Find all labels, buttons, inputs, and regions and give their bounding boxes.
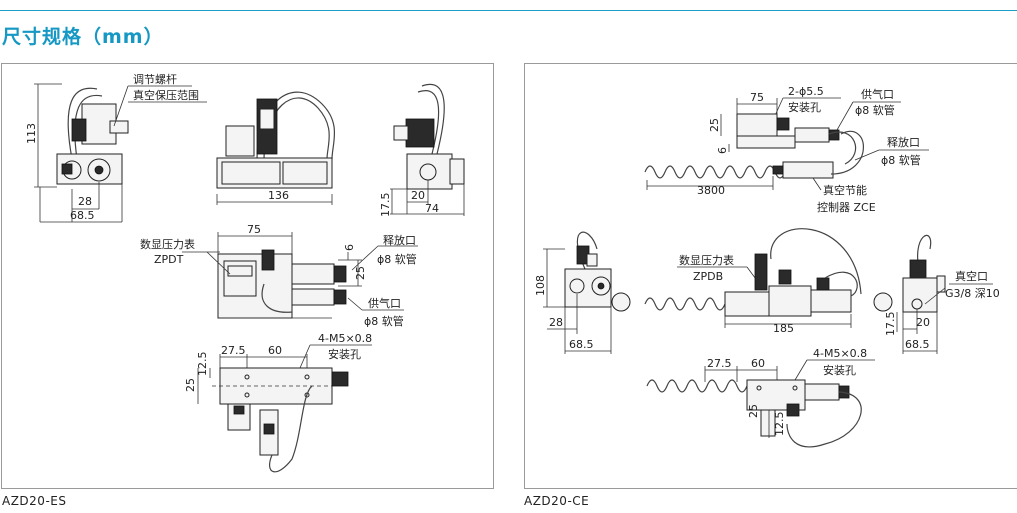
- dim-25b: 25: [184, 378, 197, 392]
- ce-dim-25b: 25: [747, 404, 760, 418]
- label-vacuum-range: 真空保压范围: [133, 88, 199, 102]
- dim-20: 20: [411, 189, 425, 202]
- dim-75: 75: [247, 223, 261, 236]
- ce-label-controller-1: 真空节能: [823, 183, 867, 197]
- caption-azd20-ce: AZD20-CE: [524, 494, 590, 508]
- label-supply-tube: ϕ8 软管: [364, 314, 404, 328]
- drawing-panel-ce: 75 2-ϕ5.5 安装孔 25 6 3800 供气口 ϕ8 软管 释放口 ϕ8…: [524, 63, 1017, 489]
- ce-front-view: 108 28 68.5: [534, 231, 631, 354]
- ce-top-assembly: 75 2-ϕ5.5 安装孔 25 6 3800 供气口 ϕ8 软管 释放口 ϕ8…: [644, 85, 929, 214]
- ce-bottom-view: 27.5 60 4-M5×0.8 安装孔 12.5 25: [646, 347, 875, 448]
- drawing-panel-es: 113 28 68.5 调节螺杆 真空保压范围 136: [1, 63, 494, 489]
- ce-dim-28: 28: [549, 316, 563, 329]
- bottom-view: 4-M5×0.8 安装孔 27.5 60 25 12.5: [184, 332, 372, 473]
- ce-dim-27-5: 27.5: [707, 357, 732, 370]
- ce-dim-68-5b: 68.5: [905, 338, 930, 351]
- ce-label-controller-2: 控制器 ZCE: [817, 200, 876, 214]
- ce-dim-20: 20: [916, 316, 930, 329]
- ce-label-digital-gauge: 数显压力表: [679, 253, 734, 267]
- ce-label-gauge-model: ZPDB: [693, 270, 723, 283]
- ce-label-supply-tube: ϕ8 软管: [855, 103, 895, 117]
- dim-27-5: 27.5: [221, 344, 246, 357]
- ce-label-release-tube: ϕ8 软管: [881, 153, 921, 167]
- label-gauge-model: ZPDT: [154, 253, 184, 266]
- ce-label-supply-port: 供气口: [861, 87, 894, 101]
- top-rule: [0, 10, 1017, 11]
- ce-label-vacuum-port: 真空口: [955, 269, 988, 283]
- dim-74: 74: [425, 202, 439, 215]
- ce-label-mount: 安装孔: [788, 100, 821, 114]
- ce-end-view: 真空口 G3/8 深10 17.5 20 68.5: [873, 234, 1000, 354]
- ce-dim-6: 6: [716, 147, 729, 154]
- dim-12-5: 12.5: [196, 352, 209, 377]
- ce-dim-60: 60: [751, 357, 765, 370]
- front-view: 113 28 68.5 调节螺杆 真空保压范围: [25, 72, 207, 223]
- dim-60: 60: [268, 344, 282, 357]
- label-supply-port: 供气口: [368, 296, 401, 310]
- ce-dim-185: 185: [773, 322, 794, 335]
- label-digital-gauge: 数显压力表: [140, 237, 195, 251]
- label-release-tube: ϕ8 软管: [377, 252, 417, 266]
- drawing-ce: 75 2-ϕ5.5 安装孔 25 6 3800 供气口 ϕ8 软管 释放口 ϕ8…: [534, 85, 1000, 448]
- label-release-port: 释放口: [383, 233, 416, 247]
- dim-68-5: 68.5: [70, 209, 95, 222]
- ce-label-holes: 2-ϕ5.5: [788, 85, 824, 98]
- ce-label-vacuum-thread: G3/8 深10: [945, 287, 1000, 300]
- ce-dim-68-5: 68.5: [569, 338, 594, 351]
- ce-main-view: 数显压力表 ZPDB 185: [644, 228, 862, 335]
- dim-25: 25: [354, 266, 367, 280]
- ce-label-mount2: 安装孔: [823, 363, 856, 377]
- dim-136: 136: [268, 189, 289, 202]
- dim-6: 6: [343, 244, 356, 251]
- top-view: 75 6 25 数显压力表 ZPDT 释放口 ϕ8 软管 供气口 ϕ8 软管: [140, 223, 418, 328]
- ce-dim-3800: 3800: [697, 184, 725, 197]
- dim-17-5: 17.5: [379, 193, 392, 218]
- side-view: 136: [216, 91, 336, 205]
- drawing-es: 113 28 68.5 调节螺杆 真空保压范围 136: [25, 72, 465, 473]
- label-mount-holes: 4-M5×0.8: [318, 332, 372, 345]
- label-mount: 安装孔: [328, 347, 361, 361]
- ce-dim-17-5: 17.5: [884, 312, 897, 337]
- ce-dim-12-5: 12.5: [773, 412, 786, 437]
- label-adjust-screw: 调节螺杆: [133, 72, 177, 86]
- dim-113: 113: [25, 123, 38, 144]
- dim-28: 28: [78, 195, 92, 208]
- ce-label-mount-holes: 4-M5×0.8: [813, 347, 867, 360]
- end-view: 17.5 20 74: [379, 83, 465, 218]
- ce-dim-108: 108: [534, 275, 547, 296]
- ce-dim-25: 25: [708, 118, 721, 132]
- ce-label-release-port: 释放口: [887, 135, 920, 149]
- ce-dim-75: 75: [750, 91, 764, 104]
- page-title: 尺寸规格（mm）: [2, 26, 164, 48]
- caption-azd20-es: AZD20-ES: [2, 494, 67, 508]
